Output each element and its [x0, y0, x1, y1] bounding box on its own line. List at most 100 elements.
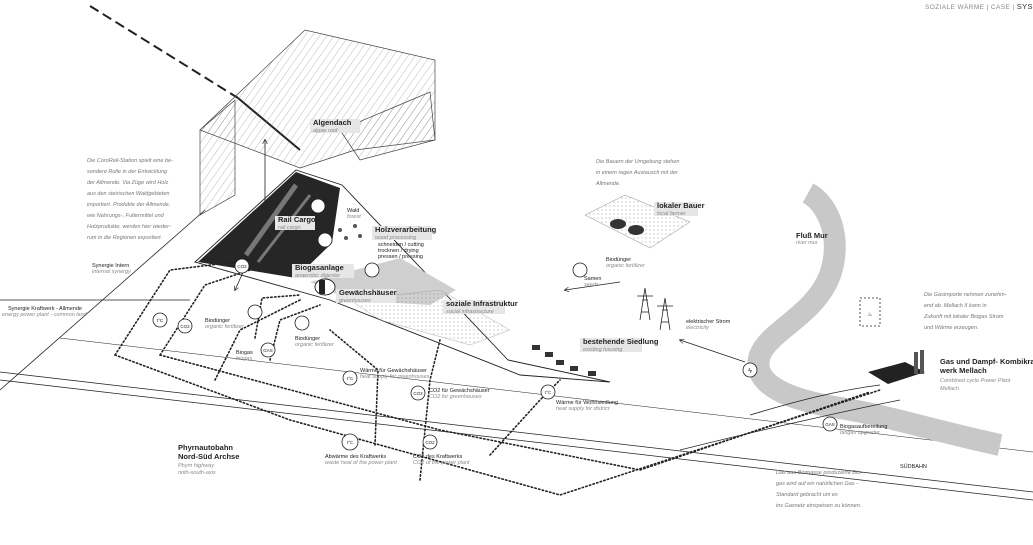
svg-text:Wald: Wald: [347, 208, 359, 214]
algae-roof-building: [199, 29, 436, 216]
electricity-icon: ϟ: [748, 368, 752, 375]
svg-text:wood processing: wood processing: [375, 235, 417, 241]
svg-text:biogas upgrader: biogas upgrader: [840, 430, 881, 436]
svg-text:Fluß Mur: Fluß Mur: [796, 231, 828, 240]
svg-text:energy power plant - common la: energy power plant - common land: [2, 312, 88, 318]
svg-text:GAS: GAS: [263, 348, 273, 353]
svg-text:organic fertilizer: organic fertilizer: [606, 263, 646, 269]
label-fluss-mur: Fluß Mur river mur: [796, 231, 828, 246]
label-biogasanlage: Biogasanlage anaerobic digester: [292, 263, 354, 279]
svg-text:Nord-Süd Archse: Nord-Süd Archse: [178, 452, 239, 461]
svg-text:organic fertilizer: organic fertilizer: [295, 342, 335, 348]
svg-text:CO2 for greenhouses: CO2 for greenhouses: [429, 394, 482, 400]
svg-text:organic fertilizer: organic fertilizer: [205, 324, 245, 330]
svg-text:Biogasaufbereitung: Biogasaufbereitung: [840, 424, 887, 430]
label-biodunger-bauer: Biodünger organic fertilizer: [606, 257, 646, 269]
svg-text:CO2: CO2: [413, 391, 423, 396]
svg-text:seeds: seeds: [584, 282, 599, 288]
svg-text:Samen: Samen: [584, 276, 601, 282]
svg-text:waste heat of the power plant: waste heat of the power plant: [325, 460, 397, 466]
label-biogas: Biogas biogas: [236, 350, 253, 362]
svg-text:Wärme für Gewächshäuser: Wärme für Gewächshäuser: [360, 368, 427, 374]
svg-text:SÜDBAHN: SÜDBAHN: [900, 463, 927, 470]
svg-text:CO2 für Gewächshäuser: CO2 für Gewächshäuser: [429, 388, 490, 394]
label-biodunger-2: Biodünger organic fertilizer: [295, 336, 335, 348]
svg-text:Wärme für Wohnsiedlung: Wärme für Wohnsiedlung: [556, 400, 618, 406]
label-biogasaufbereitung: Biogasaufbereitung biogas upgrader: [840, 424, 887, 436]
svg-text:local farmer: local farmer: [657, 211, 687, 217]
svg-text:Biogasanlage: Biogasanlage: [295, 263, 344, 272]
svg-text:GAS: GAS: [825, 422, 835, 427]
svg-text:t°C: t°C: [347, 376, 354, 381]
label-lokaler-bauer: lokaler Bauer local farmer: [654, 201, 705, 217]
label-waerme-wohn: Wärme für Wohnsiedlung heat supply for d…: [556, 400, 618, 412]
svg-text:greenhouses: greenhouses: [339, 298, 371, 304]
svg-text:CO2: CO2: [180, 324, 190, 329]
svg-text:forest: forest: [347, 214, 361, 220]
svg-text:Phyrn highway: Phyrn highway: [178, 463, 215, 469]
svg-text:Gas und Dampf- Kombikraft: Gas und Dampf- Kombikraft: [940, 357, 1033, 366]
svg-text:lokaler Bauer: lokaler Bauer: [657, 201, 705, 210]
svg-text:electricity: electricity: [686, 325, 710, 331]
svg-text:existing housing: existing housing: [583, 347, 623, 353]
svg-text:social infrastructure: social infrastructure: [446, 309, 494, 315]
label-samen: Samen seeds: [584, 276, 601, 288]
svg-text:t°C: t°C: [157, 318, 164, 323]
power-pylons: [637, 287, 673, 331]
svg-text:biogas: biogas: [236, 356, 252, 362]
svg-text:elektrischer Strom: elektrischer Strom: [686, 319, 731, 325]
label-holzverarbeitung: Holzverarbeitung wood processing schneid…: [372, 225, 437, 260]
label-bestehende-siedlung: bestehende Siedlung existing housing: [580, 337, 659, 353]
svg-text:Combined cycle Power Plant: Combined cycle Power Plant: [940, 378, 1011, 384]
local-farmer-field: [584, 194, 691, 249]
label-soziale-infrastruktur: soziale Infrastruktur social infrastruct…: [443, 299, 518, 315]
svg-text:heat supply for greenhouses: heat supply for greenhouses: [360, 374, 430, 380]
label-biodunger-1: Biodünger organic fertilizer: [205, 318, 245, 330]
svg-text:CO2 of the power plant: CO2 of the power plant: [413, 460, 470, 466]
flow-lines: [114, 261, 881, 496]
label-autobahn: Phyrnautobahn Nord-Süd Archse Phyrn high…: [178, 443, 239, 476]
svg-text:Rail Cargo: Rail Cargo: [278, 215, 316, 224]
svg-text:t°C: t°C: [347, 440, 354, 445]
label-rail-cargo: Rail Cargo rail cargo: [275, 215, 316, 231]
svg-text:Algendach: Algendach: [313, 118, 352, 127]
svg-text:Gewächshäuser: Gewächshäuser: [339, 288, 397, 297]
svg-text:rail cargo: rail cargo: [278, 225, 301, 231]
svg-text:Mellach: Mellach: [940, 386, 959, 392]
label-co2-gew: CO2 für Gewächshäuser CO2 for greenhouse…: [429, 388, 490, 400]
note-right: Die Gasimporte nehmen zunehm- end ab. Me…: [923, 292, 1008, 331]
svg-text:Biogas: Biogas: [236, 350, 253, 356]
plant-gas-icon: ♨: [868, 311, 873, 318]
icon-circles: CO2 t°C CO2 GAS t°C CO2 t°C t°C CO2 GAS …: [152, 198, 838, 451]
label-synergie-kraftwerk: Synergie Kraftwerk - Allmende energy pow…: [2, 306, 88, 318]
label-suedbahn: SÜDBAHN: [900, 463, 927, 470]
note-left: Die CoroRail-Station spielt eine be- son…: [87, 158, 174, 241]
power-plant: ♨: [859, 297, 925, 384]
label-abwaerme: Abwärme des Kraftwerks waste heat of the…: [325, 454, 397, 466]
note-bottom: Das aus Biomasse produzierte Bio- gas wi…: [776, 470, 864, 509]
header-title: SOZIALE WÄRME | CASE | SYSTEM: [925, 2, 1033, 11]
svg-text:CO2: CO2: [237, 264, 247, 269]
label-synergie-intern: Synergie Intern internal synergy: [92, 263, 132, 275]
svg-text:Holzverarbeitung: Holzverarbeitung: [375, 225, 437, 234]
svg-text:Abwärme des Kraftwerks: Abwärme des Kraftwerks: [325, 454, 386, 460]
connector-lines: [0, 140, 901, 451]
svg-text:trocknen / drying: trocknen / drying: [378, 248, 419, 254]
svg-text:Synergie Kraftwerk - Allmende: Synergie Kraftwerk - Allmende: [8, 306, 82, 312]
label-co2-kraft: CO2 des Kraftwerks CO2 of the power plan…: [413, 454, 470, 466]
river-mur: [747, 183, 1003, 456]
svg-text:internal synergy: internal synergy: [92, 269, 132, 275]
svg-text:Phyrnautobahn: Phyrnautobahn: [178, 443, 233, 452]
note-middle: Die Bauern der Umgebung stehen in einem …: [595, 159, 681, 187]
label-gewaechshaeuser: Gewächshäuser greenhouses: [336, 288, 397, 304]
svg-text:pressen / pressing: pressen / pressing: [378, 254, 423, 260]
svg-text:soziale Infrastruktur: soziale Infrastruktur: [446, 299, 518, 308]
svg-text:schneiden / cutting: schneiden / cutting: [378, 242, 424, 248]
svg-text:werk Mellach: werk Mellach: [939, 366, 987, 375]
label-waerme-gew: Wärme für Gewächshäuser heat supply for …: [360, 368, 430, 380]
label-kraftwerk: Gas und Dampf- Kombikraft werk Mellach C…: [939, 357, 1033, 392]
svg-text:Synergie Intern: Synergie Intern: [92, 263, 129, 269]
site-triangle: [194, 169, 611, 383]
svg-text:CO2 des Kraftwerks: CO2 des Kraftwerks: [413, 454, 462, 460]
